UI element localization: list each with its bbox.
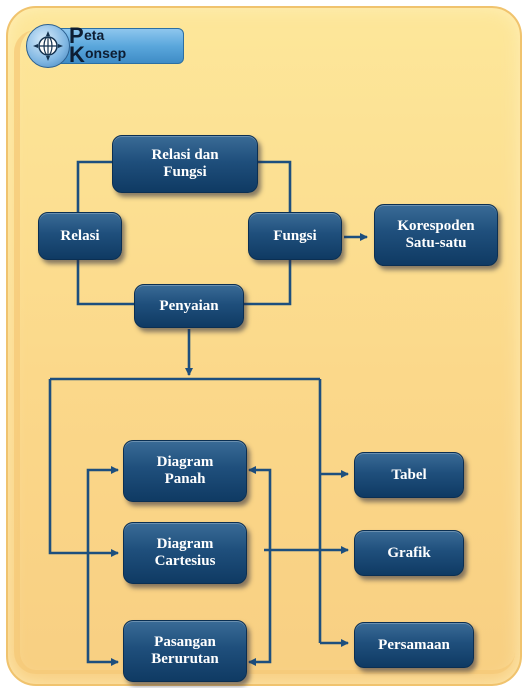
node-fungsi: Fungsi	[248, 212, 342, 260]
node-tabel: Tabel	[354, 452, 464, 498]
node-relasi: Relasi	[38, 212, 122, 260]
node-diagram-panah: Diagram Panah	[123, 440, 247, 502]
card-rim	[14, 30, 515, 674]
node-korespondensi-satu-satu: Korespoden Satu-satu	[374, 204, 498, 266]
node-grafik: Grafik	[354, 530, 464, 576]
connector-bottom-right	[241, 258, 292, 306]
badge-text-eta: eta	[84, 27, 105, 43]
node-relasi-dan-fungsi: Relasi dan Fungsi	[112, 135, 258, 193]
node-penyajian: Penyaian	[134, 284, 244, 328]
connector-right-bracket-bottom	[248, 560, 272, 666]
connector-top-left	[76, 160, 112, 212]
peta-konsep-badge: P eta K onsep	[26, 23, 184, 68]
badge-text-onsep: onsep	[85, 45, 127, 61]
node-pasangan-berurutan: Pasangan Berurutan	[123, 620, 247, 682]
node-persamaan: Persamaan	[354, 622, 474, 668]
node-diagram-cartesius: Diagram Cartesius	[123, 522, 247, 584]
connector-bottom-left	[76, 258, 134, 306]
connector-left-bracket-bottom	[86, 590, 119, 666]
badge-bar	[52, 28, 184, 64]
globe-compass-icon	[33, 31, 63, 61]
connector-left-branch	[48, 379, 119, 557]
badge-letter-p: P	[69, 23, 84, 48]
connector-top-right	[257, 160, 292, 212]
connector-right-bracket-top	[248, 466, 272, 560]
badge-letter-k: K	[69, 42, 85, 67]
badge-circle	[26, 24, 70, 68]
connector-left-bracket-top	[86, 466, 119, 590]
